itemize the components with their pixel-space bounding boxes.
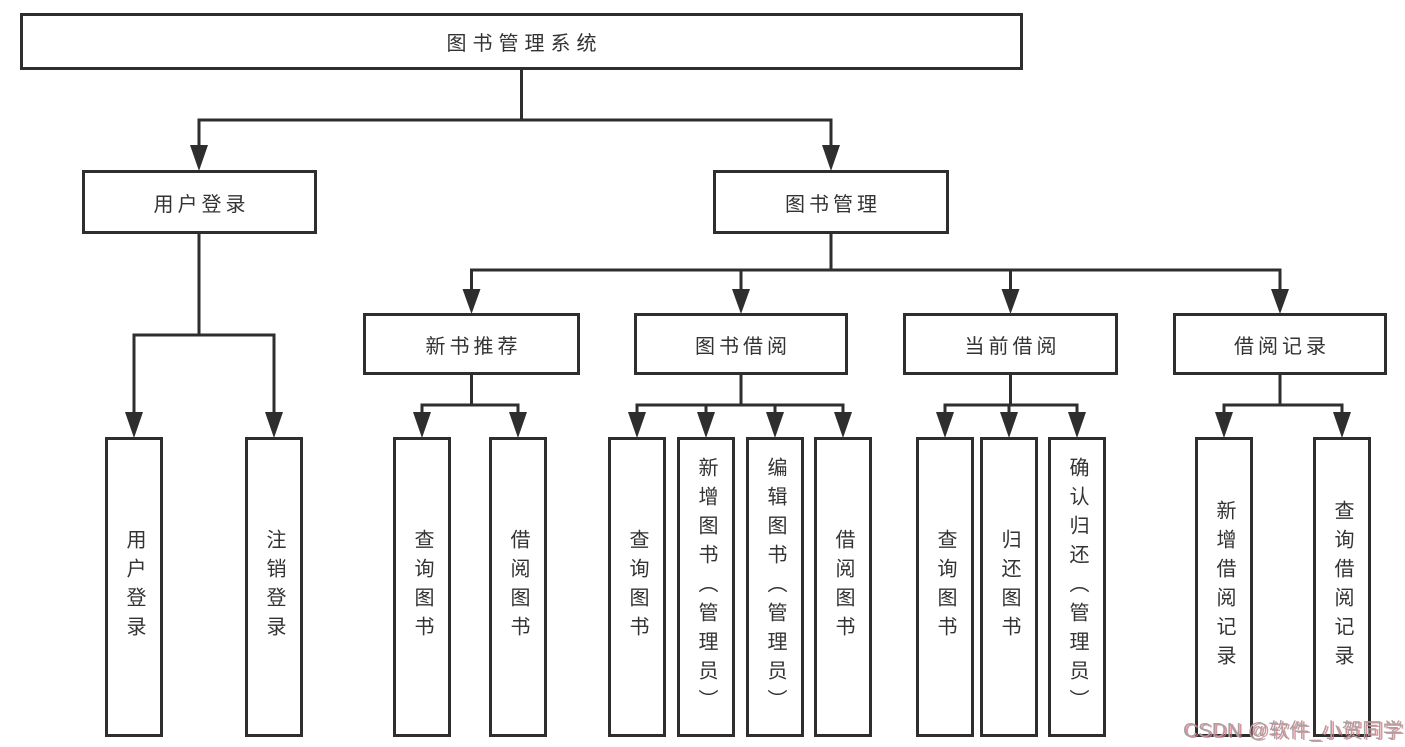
leaf-return-book: 归还图书 [980,437,1038,737]
leaf-query-book-borrow: 查询图书 [608,437,666,737]
connector-line [635,373,845,416]
leaf-logout: 注销登录 [245,437,303,737]
edge-current-borrow-to-leaves [936,373,1086,438]
arrowhead-down [766,412,784,438]
connector-line [197,68,833,147]
connector-line [420,373,520,416]
node-label: 查询图书 [626,529,648,645]
leaf-query-book-recommend: 查询图书 [393,437,451,737]
leaf-borrow-book-recommend: 借阅图书 [489,437,547,737]
arrowhead-down [697,412,715,438]
node-label: 借阅图书 [832,529,854,645]
leaf-confirm-return-admin: 确认归还（管理员） [1048,437,1106,737]
node-label: 编辑图书（管理员） [764,456,786,718]
arrowhead-down [1215,412,1233,438]
node-current-borrow: 当前借阅 [903,313,1118,375]
node-label: 用户登录 [123,529,145,645]
node-label: 注销登录 [263,529,285,645]
arrowhead-down [1271,289,1289,314]
edge-new-book-recommend-to-leaves [413,373,527,438]
arrowhead-down [936,412,954,438]
arrowhead-down [1333,412,1351,438]
connector-line [943,373,1079,416]
node-label: 新书推荐 [425,335,522,358]
leaf-user-login: 用户登录 [105,437,163,737]
arrowhead-down [509,412,527,438]
node-new-book-recommend: 新书推荐 [363,313,580,375]
node-label: 查询图书 [934,529,956,645]
arrowhead-down [413,412,431,438]
node-label: 新增图书（管理员） [695,456,717,718]
node-library-management-system: 图书管理系统 [20,13,1023,70]
leaf-add-book-admin: 新增图书（管理员） [677,437,735,737]
arrowhead-down [822,145,840,171]
arrowhead-down [834,412,852,438]
node-label: 图书管理系统 [446,33,603,55]
edge-book-borrow-to-leaves [628,373,852,438]
connector-line [470,232,1282,291]
node-label: 归还图书 [998,529,1020,645]
node-label: 图书管理 [785,193,881,216]
arrowhead-down [1000,412,1018,438]
leaf-borrow-book: 借阅图书 [814,437,872,737]
edge-borrow-record-to-leaves [1215,373,1351,438]
node-label: 查询图书 [411,529,433,645]
node-label: 当前借阅 [964,335,1061,358]
arrowhead-down [462,289,481,314]
leaf-edit-book-admin: 编辑图书（管理员） [746,437,804,737]
edge-user-login-to-leaves [125,232,283,438]
node-label: 用户登录 [153,193,250,216]
arrowhead-down [125,412,143,438]
node-label: 图书借阅 [695,335,791,358]
node-book-borrow: 图书借阅 [634,313,848,375]
node-label: 借阅记录 [1234,335,1330,358]
connector-line [132,232,276,415]
arrowhead-down [265,412,283,438]
csdn-watermark: CSDN @软件_小贺同学 [1183,720,1404,742]
edge-root-to-level2 [190,68,840,171]
arrowhead-down [190,145,208,171]
arrowhead-down [732,289,750,314]
leaf-add-borrow-record: 新增借阅记录 [1195,437,1253,737]
node-label: 新增借阅记录 [1213,500,1235,674]
arrowhead-down [1068,412,1086,438]
node-user-login: 用户登录 [82,170,317,234]
node-book-management: 图书管理 [713,170,949,234]
node-label: 查询借阅记录 [1331,500,1353,674]
leaf-query-borrow-record: 查询借阅记录 [1313,437,1371,737]
node-label: 借阅图书 [507,529,529,645]
leaf-query-book-current: 查询图书 [916,437,974,737]
arrowhead-down [628,412,646,438]
connector-line [1222,373,1344,416]
edge-book-management-to-level3 [462,232,1289,314]
node-label: 确认归还（管理员） [1066,456,1088,718]
node-borrow-record: 借阅记录 [1173,313,1387,375]
arrowhead-down [1001,289,1020,314]
